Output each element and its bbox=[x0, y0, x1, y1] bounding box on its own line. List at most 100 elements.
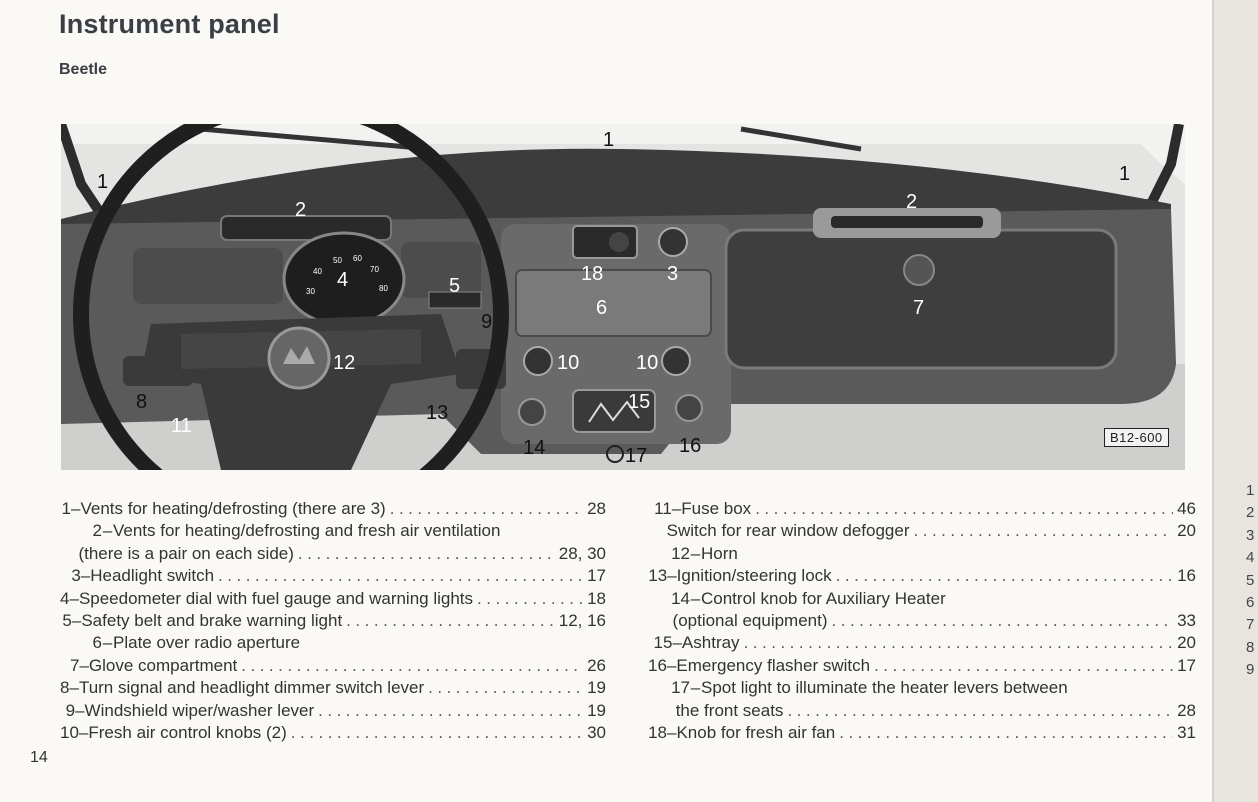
legend-item-text: Ashtray bbox=[681, 633, 740, 653]
legend-item-text: (optional equipment) bbox=[672, 611, 828, 631]
callout-label: 1 bbox=[97, 171, 108, 193]
legend-item: 13–Ignition/steering lock...............… bbox=[648, 565, 1196, 587]
legend-item-number: 6 bbox=[92, 633, 102, 653]
callout-label: 17 bbox=[625, 445, 647, 467]
callout-label: 10 bbox=[636, 352, 658, 374]
legend-item-number: 13 bbox=[648, 566, 668, 586]
legend-page-reference: 16 bbox=[1177, 566, 1196, 586]
legend-item-number bbox=[648, 520, 663, 542]
callout-label: 5 bbox=[449, 275, 460, 297]
legend-page-reference: 20 bbox=[1177, 521, 1197, 541]
legend-item: Switch for rear window defogger.........… bbox=[648, 520, 1196, 542]
legend-page-reference: 31 bbox=[1177, 723, 1196, 743]
legend-dash: – bbox=[102, 633, 113, 653]
legend-dash: – bbox=[71, 611, 82, 631]
next-page-number: 6 bbox=[1246, 594, 1255, 612]
callout-label: 11 bbox=[171, 415, 192, 437]
callout-label: 2 bbox=[906, 191, 917, 213]
legend-page-reference: 28 bbox=[587, 499, 606, 518]
legend-right-column: 11–Fuse box.............................… bbox=[648, 498, 1196, 744]
legend-dash: – bbox=[690, 678, 701, 698]
page-title: Instrument panel bbox=[59, 9, 280, 39]
legend-item-number bbox=[648, 610, 667, 632]
legend-item-number: 4 bbox=[60, 588, 70, 608]
legend-item: 3–Headlight switch......................… bbox=[60, 565, 606, 587]
legend-item: 15–Ashtray..............................… bbox=[648, 632, 1196, 654]
legend-item-number: 14 bbox=[671, 588, 690, 608]
legend-item: 17–Spot light to illuminate the heater l… bbox=[648, 677, 1196, 699]
callout-label: 4 bbox=[337, 269, 348, 291]
legend-dash: – bbox=[75, 700, 85, 720]
legend-dash: – bbox=[69, 588, 79, 608]
legend-item-text: Spot light to illuminate the heater leve… bbox=[701, 678, 1068, 698]
callout-label: 15 bbox=[628, 391, 650, 413]
legend-dash: – bbox=[80, 566, 91, 586]
legend-item-number: 7 bbox=[69, 655, 80, 675]
legend-dash: – bbox=[672, 633, 682, 653]
legend-item-text: Headlight switch bbox=[90, 566, 215, 586]
next-page-number: 1 bbox=[1246, 482, 1255, 499]
callout-label: 3 bbox=[667, 263, 678, 285]
legend-item-number: 3 bbox=[71, 566, 81, 586]
legend-item-text: Vents for heating/defrosting and fresh a… bbox=[113, 521, 501, 541]
legend-item: the front seats.........................… bbox=[648, 700, 1196, 722]
legend-item-number bbox=[648, 700, 670, 722]
page-number: 14 bbox=[30, 749, 48, 766]
gauge-tick-label: 40 bbox=[313, 267, 322, 276]
legend-page-reference: 19 bbox=[587, 700, 606, 720]
legend-page-reference: 12, 16 bbox=[558, 611, 606, 631]
next-page-number: 2 bbox=[1246, 504, 1255, 522]
legend-dash: – bbox=[690, 588, 701, 608]
legend-dash: – bbox=[667, 723, 677, 743]
callout-label: 14 bbox=[523, 437, 545, 459]
callout-label: 1 bbox=[603, 129, 614, 151]
legend-item-text: Fresh air control knobs (2) bbox=[88, 723, 287, 743]
legend-dash: – bbox=[667, 566, 677, 586]
gauge-tick-label: 30 bbox=[306, 287, 315, 296]
leader-dots: ........................................… bbox=[874, 655, 1173, 675]
legend-item: 6–Plate over radio aperture bbox=[60, 632, 606, 654]
legend-item-text: Turn signal and headlight dimmer switch … bbox=[78, 678, 425, 698]
leader-dots: ........................................… bbox=[218, 566, 584, 586]
legend-page-reference: 46 bbox=[1177, 499, 1196, 518]
legend-item: 5–Safety belt and brake warning light...… bbox=[60, 610, 606, 632]
legend-dash: – bbox=[666, 655, 677, 675]
callout-label: 8 bbox=[136, 391, 147, 413]
legend-item: 8–Turn signal and headlight dimmer switc… bbox=[60, 677, 606, 699]
legend-item-number: 12 bbox=[671, 543, 690, 563]
callout-label: 6 bbox=[596, 297, 607, 319]
legend-page-reference: 20 bbox=[1177, 633, 1196, 653]
legend-item: 10–Fresh air control knobs (2)..........… bbox=[60, 722, 606, 744]
legend-item-number: 17 bbox=[671, 678, 690, 698]
leader-dots: ........................................… bbox=[743, 633, 1174, 653]
leader-dots: ........................................… bbox=[290, 723, 583, 743]
callout-label: 10 bbox=[557, 352, 579, 374]
legend-item-number: 2 bbox=[92, 521, 102, 541]
legend-item: 18–Knob for fresh air fan...............… bbox=[648, 722, 1196, 744]
legend-page-reference: 28, 30 bbox=[558, 543, 606, 563]
legend-item-text: Safety belt and brake warning light bbox=[81, 611, 343, 631]
gauge-tick-label: 50 bbox=[333, 256, 342, 265]
leader-dots: ........................................… bbox=[389, 499, 584, 518]
legend-item-text: Ignition/steering lock bbox=[676, 566, 832, 586]
callout-label: 9 bbox=[481, 311, 492, 333]
legend-page-reference: 17 bbox=[587, 566, 606, 586]
legend-item-text: Switch for rear window defogger bbox=[666, 521, 910, 541]
legend-item-text: Plate over radio aperture bbox=[113, 633, 301, 653]
legend-dash: – bbox=[69, 678, 79, 698]
legend-item: 16–Emergency flasher switch.............… bbox=[648, 655, 1196, 677]
legend-item-text: Speedometer dial with fuel gauge and war… bbox=[78, 588, 474, 608]
figure-reference-code: B12-600 bbox=[1104, 428, 1169, 447]
legend-dash: – bbox=[79, 655, 89, 675]
gauge-tick-label: 70 bbox=[370, 265, 379, 274]
legend-item: 2–Vents for heating/defrosting and fresh… bbox=[60, 520, 606, 542]
legend-item-number: 9 bbox=[65, 700, 76, 720]
legend-item-number bbox=[60, 543, 75, 565]
legend-item-number: 15 bbox=[653, 633, 673, 653]
leader-dots: ........................................… bbox=[839, 723, 1174, 743]
legend-page-reference: 28 bbox=[1177, 700, 1196, 720]
next-page-number: 9 bbox=[1246, 661, 1255, 679]
legend-item-number: 5 bbox=[62, 611, 72, 631]
